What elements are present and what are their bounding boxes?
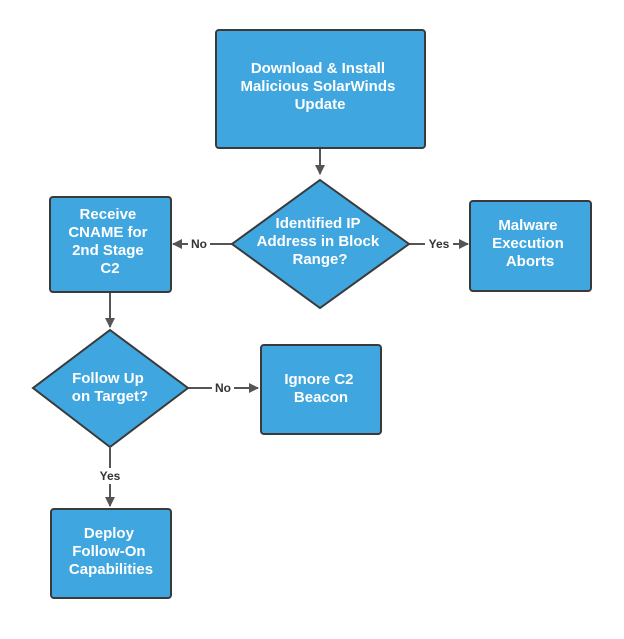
node-identified-ip-decision	[230, 178, 411, 310]
node-ignore-c2	[260, 344, 382, 435]
node-ignore-c2-label: Ignore C2 Beacon	[284, 371, 357, 406]
node-deploy-capabilities	[50, 508, 172, 599]
edge-label-ip-yes: Yes	[429, 237, 450, 251]
node-download-install	[215, 29, 426, 149]
edge-label-follow-no: No	[215, 381, 231, 395]
edge-label-bg	[96, 468, 124, 484]
edge-label-bg	[425, 236, 453, 252]
node-download-install-label: Download & Install Malicious SolarWinds …	[240, 60, 399, 113]
node-follow-up-label: Follow Up on Target?	[72, 370, 148, 405]
edge-label-bg	[212, 380, 234, 396]
node-receive-cname-label: Receive CNAME for 2nd Stage C2	[68, 206, 151, 277]
edge-label-follow-yes: Yes	[100, 469, 121, 483]
node-follow-up-decision	[31, 328, 190, 449]
edge-label-ip-no: No	[191, 237, 207, 251]
edge-label-bg	[188, 236, 210, 252]
node-malware-aborts	[469, 200, 592, 292]
node-identified-ip-label: Identified IP Address in Block Range?	[257, 215, 384, 268]
node-receive-cname	[49, 196, 172, 293]
node-malware-aborts-label: Malware Execution Aborts	[492, 217, 568, 270]
node-deploy-capabilities-label: Deploy Follow-On Capabilities	[69, 525, 153, 578]
